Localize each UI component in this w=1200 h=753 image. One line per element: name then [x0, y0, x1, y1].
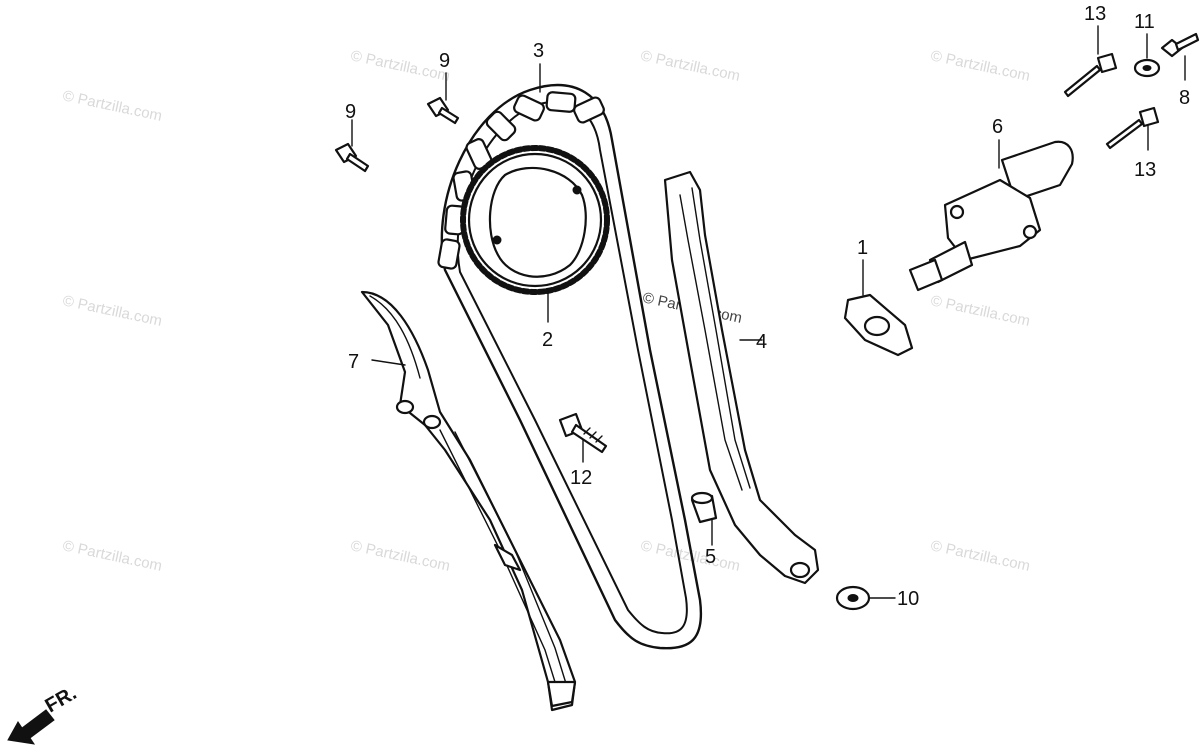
bolt-13-upper[interactable] [1063, 52, 1118, 98]
callout-6: 6 [992, 116, 1003, 138]
bolt-8[interactable] [1160, 32, 1200, 58]
front-arrow-icon [7, 709, 55, 745]
callout-8: 8 [1179, 87, 1190, 109]
watermark: © Partzilla.com [349, 47, 451, 85]
watermark: © Partzilla.com [929, 537, 1031, 575]
callout-1: 1 [857, 237, 868, 259]
washer-11[interactable] [1133, 58, 1161, 78]
callout-4: 4 [756, 331, 767, 353]
front-direction-indicator: FR. [7, 682, 80, 745]
chain-guide[interactable] [663, 170, 820, 585]
callout-11: 11 [1134, 11, 1155, 33]
cam-sprocket[interactable] [460, 145, 610, 295]
watermark: © Partzilla.com [929, 47, 1031, 85]
callout-12: 12 [570, 467, 592, 489]
bolt-9-upper[interactable] [426, 96, 460, 125]
callout-9-upper: 9 [439, 50, 450, 72]
collar[interactable] [690, 491, 718, 524]
leader-lines [351, 25, 1186, 599]
watermark: © Partzilla.com [61, 87, 163, 125]
callout-9-left: 9 [345, 101, 356, 123]
callout-7: 7 [348, 351, 359, 373]
watermark: © Partzilla.com [929, 292, 1031, 330]
watermark: © Partzilla.com [639, 47, 741, 85]
watermark: © Partzilla.com [61, 537, 163, 575]
tensioner-slipper[interactable] [360, 290, 577, 712]
callout-5: 5 [705, 546, 716, 568]
watermark: © Partzilla.com [61, 292, 163, 330]
watermark: © Partzilla.com [349, 537, 451, 575]
bolt-9-left[interactable] [334, 142, 370, 173]
callout-13-upper: 13 [1084, 3, 1106, 25]
callout-3: 3 [533, 40, 544, 62]
callout-2: 2 [542, 329, 553, 351]
callout-13-lower: 13 [1134, 159, 1156, 181]
tensioner-lifter[interactable] [908, 140, 1074, 292]
bolt-13-lower[interactable] [1105, 106, 1160, 150]
bolt-12[interactable] [558, 412, 608, 454]
callout-10: 10 [897, 588, 919, 610]
callouts: 1 2 3 4 5 6 7 8 9 9 10 11 12 13 13 [345, 3, 1190, 610]
washer-10[interactable] [835, 585, 871, 611]
gasket[interactable] [843, 293, 914, 357]
